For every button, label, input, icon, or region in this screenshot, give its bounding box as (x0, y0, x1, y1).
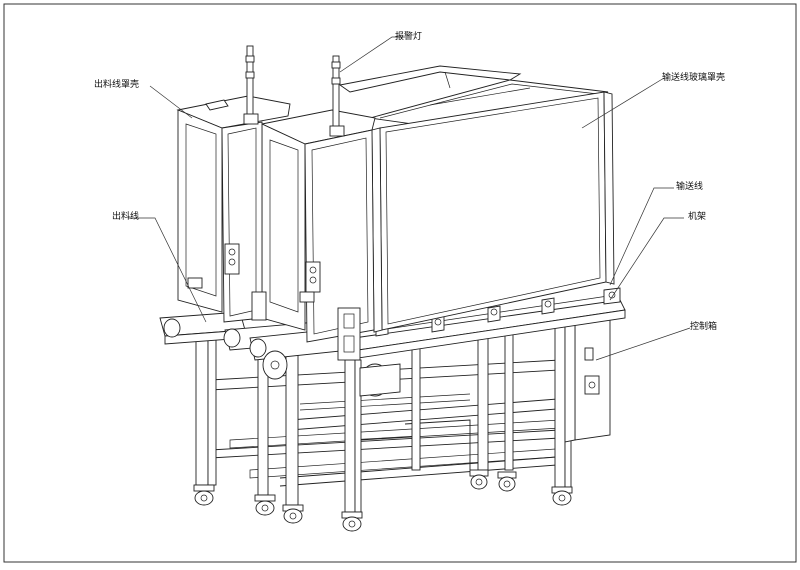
outfeed-cover-1 (176, 95, 291, 323)
drawing-border (3, 3, 797, 563)
caster-wheel (469, 469, 489, 490)
caster-wheel (193, 484, 215, 506)
machine-frame (195, 321, 572, 513)
caster-wheel (282, 504, 304, 524)
leader-conveyor-cover (581, 77, 665, 129)
label-frame: 机架 (688, 212, 707, 222)
alarm-lamp-2 (329, 55, 345, 137)
conveyor-guide-bracket (603, 287, 621, 305)
label-control-box: 控制箱 (690, 322, 718, 332)
label-conveyor-glass-cover: 输送线玻璃罩壳 (662, 73, 726, 83)
leader-alarm-lamp (339, 36, 412, 73)
leader-outfeed-cover (149, 85, 193, 119)
caster-wheel (254, 494, 276, 516)
alarm-lamp-1 (243, 45, 259, 125)
caster-wheel (497, 471, 517, 492)
outfeed-cover-2 (260, 109, 376, 361)
caster-wheel (341, 511, 363, 532)
caster-wheels (193, 469, 573, 532)
leader-conveyor-line (609, 187, 674, 286)
leader-frame (609, 217, 684, 301)
control-box (564, 315, 611, 443)
caster-wheel (551, 486, 573, 506)
label-outfeed-cover: 出料线罩壳 (94, 80, 140, 90)
label-conveyor-line: 输送线 (676, 182, 704, 192)
leader-lines (128, 36, 691, 361)
conveyor-guide-bracket (541, 297, 555, 315)
conveyor-line (339, 287, 626, 361)
label-outfeed-line: 出料线 (112, 212, 140, 222)
leader-control-box (595, 327, 691, 361)
conveyor-guide-bracket (487, 305, 501, 323)
leader-outfeed-line (128, 217, 207, 323)
label-alarm-lamp: 报警灯 (395, 32, 423, 42)
conveyor-glass-cover (338, 65, 615, 333)
